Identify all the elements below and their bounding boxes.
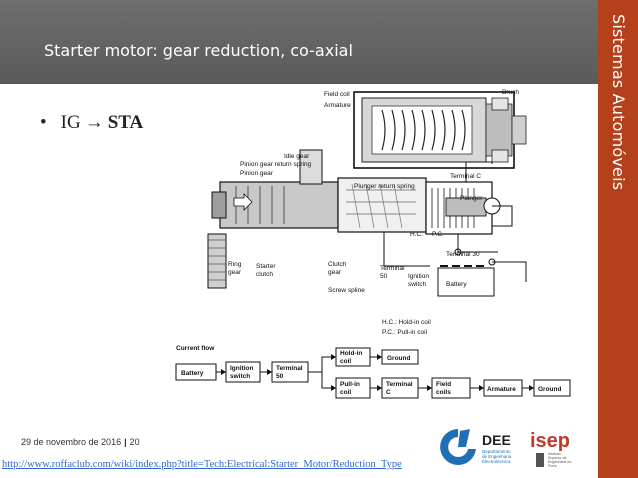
source-url-link[interactable]: http://www.roffaclub.com/wiki/index.php?… [2,459,402,470]
title-band: Starter motor: gear reduction, co-axial [0,0,598,84]
label-brush: Brush [502,89,519,96]
label-terminal-c: Terminal C [450,173,481,180]
isep-sub-4: Porto [548,464,557,468]
label-hc-mark: H.C. [410,231,423,238]
dee-sub-1: Departamento [482,449,511,454]
flow-heading: Current flow [176,345,215,352]
wiring [383,161,527,282]
side-band: Sistemas Automóveis [598,0,638,478]
legend-pc: P.C.: Pull-in coil [382,329,428,336]
dee-sub-3: Electrotécnica [482,459,511,464]
isep-sub-1: Instituto [548,452,561,456]
side-title: Sistemas Automóveis [609,14,628,191]
flow-fieldcoils-2: coils [436,389,451,396]
flow-pullin-2: coil [340,389,351,396]
legend-hc: H.C.: Hold-in coil [382,319,431,326]
label-idle-gear: Idle gear [284,153,310,160]
label-starter-clutch-1: Starter [256,263,276,270]
label-clutch-gear-2: gear [328,269,342,276]
footer-date-text: 29 de novembro de 2016 [21,437,122,447]
bullet-symbol: • [40,112,47,133]
flow-ground-top: Ground [387,355,410,362]
flow-fieldcoils-1: Field [436,381,451,388]
label-terminal-30: Terminal 30 [446,251,480,258]
flow-ground-bottom: Ground [538,386,561,393]
label-armature: Armature [324,102,351,109]
flow-battery: Battery [181,370,204,377]
starter-motor-diagram: Field coil Armature Brush Idle gear Pini… [207,89,527,336]
flow-terminal50-2: 50 [276,373,284,380]
label-ring-gear-2: gear [228,269,242,276]
dee-logo: DEE Departamento de Engenharia Electroté… [440,429,512,465]
isep-logo: isep Instituto Superior de Engenharia do… [530,430,571,468]
footer-date: 29 de novembro de 2016|20 [21,437,140,447]
battery-symbol [437,265,495,297]
flow-ignition-2: switch [230,373,250,380]
label-ring-gear-1: Ring [228,261,242,268]
motor-housing [353,91,527,169]
solenoid [425,181,501,235]
isep-sub-2: Superior de [548,456,567,460]
shaft-assembly [207,149,427,289]
flow-terminalc-1: Terminal [386,381,413,388]
flow-holdin-2: coil [340,358,351,365]
label-pc-mark: P.C. [432,231,444,238]
label-clutch-gear-1: Clutch [328,261,347,268]
label-pinion-return-spring: Pinion gear return spring [240,161,312,168]
flow-pullin-1: Pull-in [340,381,360,388]
isep-sub-lines: Instituto Superior de Engenharia do Port… [548,452,571,468]
bullet-arrow: → [84,112,104,133]
label-terminal-50-1: Terminal [380,265,405,272]
footer-page-number: 20 [129,437,140,447]
isep-sub-3: Engenharia do [548,460,571,464]
label-battery: Battery [446,281,467,288]
flow-holdin-1: Hold-in [340,350,362,357]
bullet-sta: STA [107,112,144,133]
label-pinion-gear: Pinion gear [240,170,274,177]
label-ignition-switch-1: Ignition [408,273,429,280]
label-starter-clutch-2: clutch [256,271,273,278]
footer-separator: | [124,437,127,447]
label-ignition-switch-2: switch [408,281,426,288]
dee-sub-2: de Engenharia [482,454,512,459]
isep-mark-icon [536,453,544,467]
dee-name: DEE [482,432,511,448]
label-field-coil: Field coil [324,91,350,98]
flow-ignition-1: Ignition [230,365,253,372]
slide-title: Starter motor: gear reduction, co-axial [44,41,353,60]
isep-name: isep [530,430,570,452]
label-screw-spline: Screw spline [328,287,365,294]
flow-terminal50-1: Terminal [276,365,303,372]
bullet-ig-sta: • IG→STA [40,112,143,134]
diagram-labels: Field coil Armature Brush Idle gear Pini… [228,89,519,336]
flow-terminalc-2: C [386,389,391,396]
current-flow-diagram: Current flow Battery Ignition switch Ter… [175,345,571,399]
label-plunger: Plunger [460,195,483,202]
label-terminal-50-2: 50 [380,273,388,280]
bullet-ig: IG [60,112,81,133]
label-plunger-return-spring: Plunger return spring [354,183,415,190]
dee-logo-icon [440,429,476,465]
flow-armature: Armature [487,386,516,393]
